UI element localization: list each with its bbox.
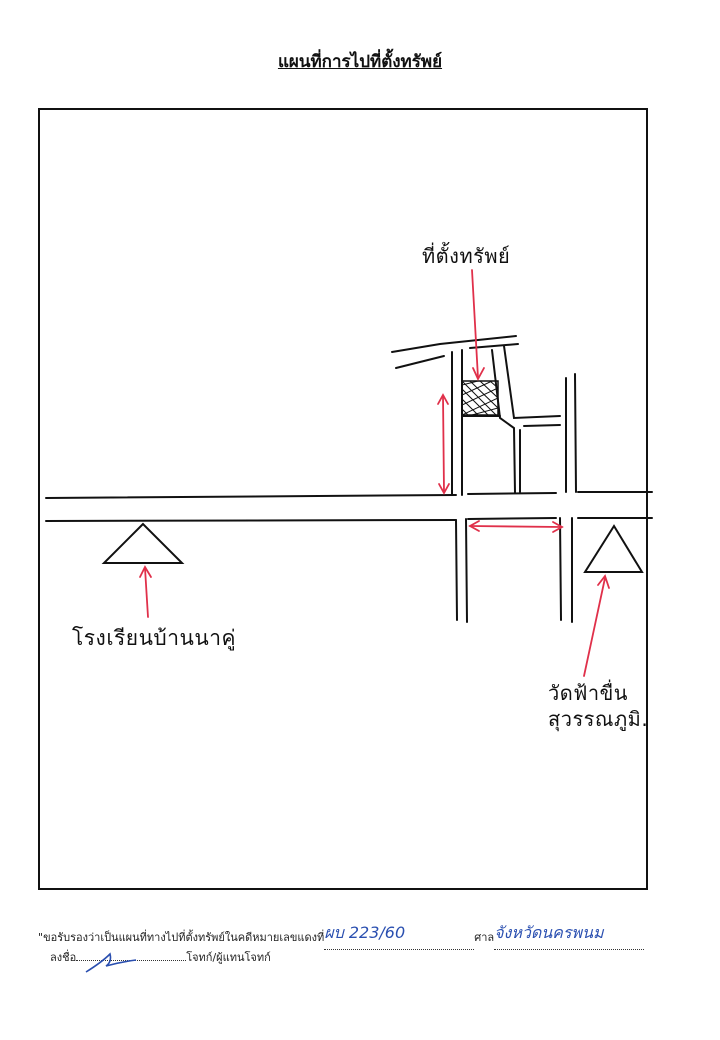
soi-top-road-right: [469, 343, 519, 349]
main-road-bottom-edge: [45, 519, 457, 522]
court-label: ศาล: [474, 931, 495, 944]
south-road-right: [465, 518, 468, 623]
certification-row: "ขอรับรองว่าเป็นแผนที่ทางไปที่ตั้งทรัพย์…: [38, 923, 645, 950]
main-road-top-edge: [45, 494, 457, 499]
soi-top-road-upper: [391, 335, 517, 353]
plot-boundary-a: [491, 349, 516, 494]
main-road-bottom-edge-right: [467, 517, 557, 520]
court-name: จังหวัดนครพนม: [494, 923, 604, 942]
temple-label-line1: วัดฟ้าขื่น: [548, 681, 628, 705]
soi-top-road-lower: [395, 355, 445, 369]
temple-landmark-icon: [583, 524, 644, 573]
property-label: ที่ตั้งทรัพย์: [422, 244, 511, 268]
soi-length-arrow: [442, 395, 445, 493]
school-landmark-icon: [101, 522, 185, 564]
temple-label-line2: สุวรรณภูมิ.: [548, 707, 649, 731]
temple-pointer-arrow: [583, 577, 606, 677]
role-label: โจทก์/ผู้แทนโจทก์: [186, 951, 271, 964]
main-road-top-edge-right: [467, 492, 557, 495]
plot-boundary-b: [503, 345, 561, 420]
certify-text: ขอรับรองว่าเป็นแผนที่ทางไปที่ตั้งทรัพย์ใ…: [43, 931, 325, 944]
sign-label: ลงชื่อ: [50, 951, 77, 964]
plot-right-road-r: [574, 373, 577, 493]
property-pointer-arrow: [471, 269, 479, 379]
page-title: แผนที่การไปที่ตั้งทรัพย์: [277, 52, 443, 72]
south-road-left: [455, 519, 458, 621]
case-number: ผบ 223/60: [324, 923, 406, 942]
plot-boundary-c: [523, 424, 561, 427]
school-label: โรงเรียนบ้านนาคู่: [72, 626, 237, 650]
frontage-arrow: [469, 525, 563, 528]
school-pointer-arrow: [144, 567, 149, 618]
signature-scribble: [85, 952, 137, 973]
south-road-b-left: [559, 517, 562, 621]
temple-label: วัดฟ้าขื่น สุวรรณภูมิ.: [548, 680, 648, 732]
signature-row: ลงชื่อ โจทก์/ผู้แทนโจทก์: [50, 948, 271, 973]
map-frame: [38, 108, 648, 890]
